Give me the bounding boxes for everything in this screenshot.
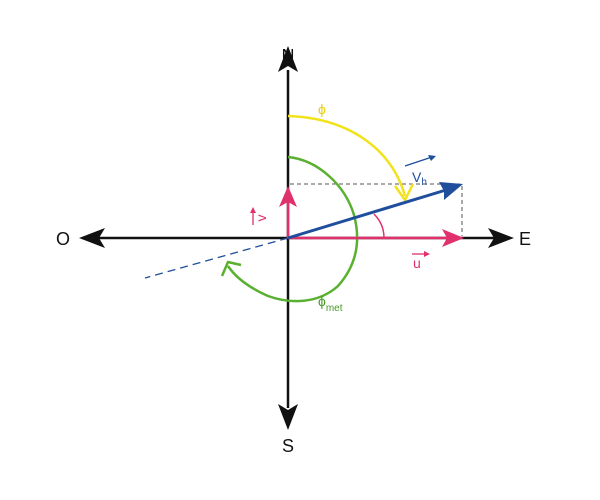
u-component-arrowhead [442, 229, 464, 247]
north-arrowhead [278, 46, 298, 72]
v-component-label-group: v [250, 207, 269, 225]
horizontal-wind-subscript: h [421, 177, 427, 188]
east-arrowhead [488, 228, 514, 248]
v-component-vector [279, 186, 297, 238]
wind-direction-arc [287, 114, 407, 197]
horizontal-wind-symbol: V [412, 169, 422, 185]
meteorological-direction-label: ϕmet [318, 293, 343, 314]
u-component-label: u [413, 255, 421, 271]
vector-angle-arc [373, 213, 385, 239]
south-arrowhead [278, 404, 298, 430]
horizontal-wind-overarrow-head [428, 155, 436, 161]
horizontal-wind-label-group: Vh [404, 155, 436, 188]
v-component-overarrow-head [250, 207, 256, 213]
projection-guides [290, 183, 463, 236]
wind-direction-arrowhead [393, 183, 415, 202]
u-component-vector [288, 229, 464, 247]
meteorological-arrowhead [220, 260, 242, 277]
south-label: S [282, 436, 294, 456]
meteorological-subscript: met [326, 303, 343, 314]
wind-direction-angle [287, 114, 415, 202]
wind-vector-extension [144, 237, 289, 279]
horizontal-wind-overarrow [404, 156, 433, 167]
horizontal-wind-shaft [287, 188, 447, 240]
v-component-label: v [253, 215, 269, 222]
wind-direction-symbol: ϕ [318, 101, 326, 117]
horizontal-wind-vector [287, 182, 463, 240]
east-label: E [519, 229, 531, 249]
v-component-arrowhead [279, 186, 297, 207]
north-label: N [282, 46, 295, 66]
horizontal-wind-label: Vh [412, 169, 427, 188]
horizontal-wind-arrowhead [439, 182, 463, 200]
west-label: O [56, 229, 70, 249]
west-arrowhead [79, 228, 105, 248]
u-component-overarrow-head [424, 251, 430, 257]
u-component-label-group: u [412, 251, 430, 271]
meteorological-arc [226, 155, 359, 303]
meteorological-symbol: ϕ [318, 293, 326, 309]
meteorological-direction-angle [220, 155, 359, 303]
